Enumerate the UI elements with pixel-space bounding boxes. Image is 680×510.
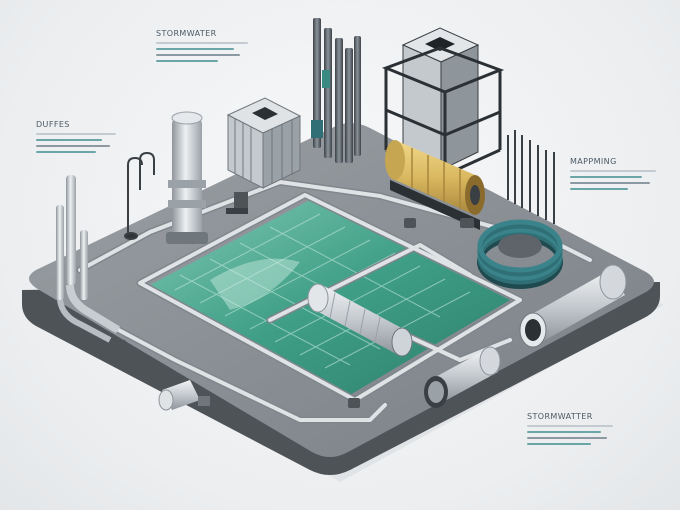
grate-detail [226,192,248,214]
callout-bottom-right: STORMWATTER [527,412,613,445]
callout-title: STORMWATTER [527,412,593,421]
caption-line [36,139,102,141]
caption-line [527,443,591,445]
left-vertical-pipes [56,175,121,343]
large-outflow-pipe [519,264,627,348]
caption-line [570,170,656,172]
caption-line [156,54,240,56]
culvert-pipe [307,283,413,357]
pump-unit [424,346,501,408]
standpipe-row [507,130,555,224]
caption-line [527,431,601,433]
caption-line [156,60,218,62]
pipe-network [76,178,594,424]
callout-title: MAPPMING [570,157,617,166]
caption-line [36,133,116,135]
caption-line [156,42,248,44]
pipe-joints [112,218,474,408]
caption-line [36,151,96,153]
caption-line [527,437,607,439]
caption-line [570,176,642,178]
water-highlight [210,258,300,310]
callout-title: STORMWATER [156,29,217,38]
hooked-pipes [124,151,155,240]
caption-line [570,188,628,190]
caption-line [36,145,110,147]
callout-right: MAPPMING [570,157,656,190]
central-tank [381,27,505,177]
vertical-stack-pipes [311,18,361,163]
valve-unit [158,380,210,411]
grate-box [226,97,302,189]
coiled-hose [477,219,563,289]
callout-title: DUFFES [36,120,70,129]
caption-line [527,425,613,427]
filter-tower [166,111,208,244]
caption-line [570,182,650,184]
caption-line [156,48,234,50]
callout-top-left: STORMWATER [156,29,248,62]
callout-left: DUFFES [36,120,116,153]
yellow-tank [385,140,485,230]
